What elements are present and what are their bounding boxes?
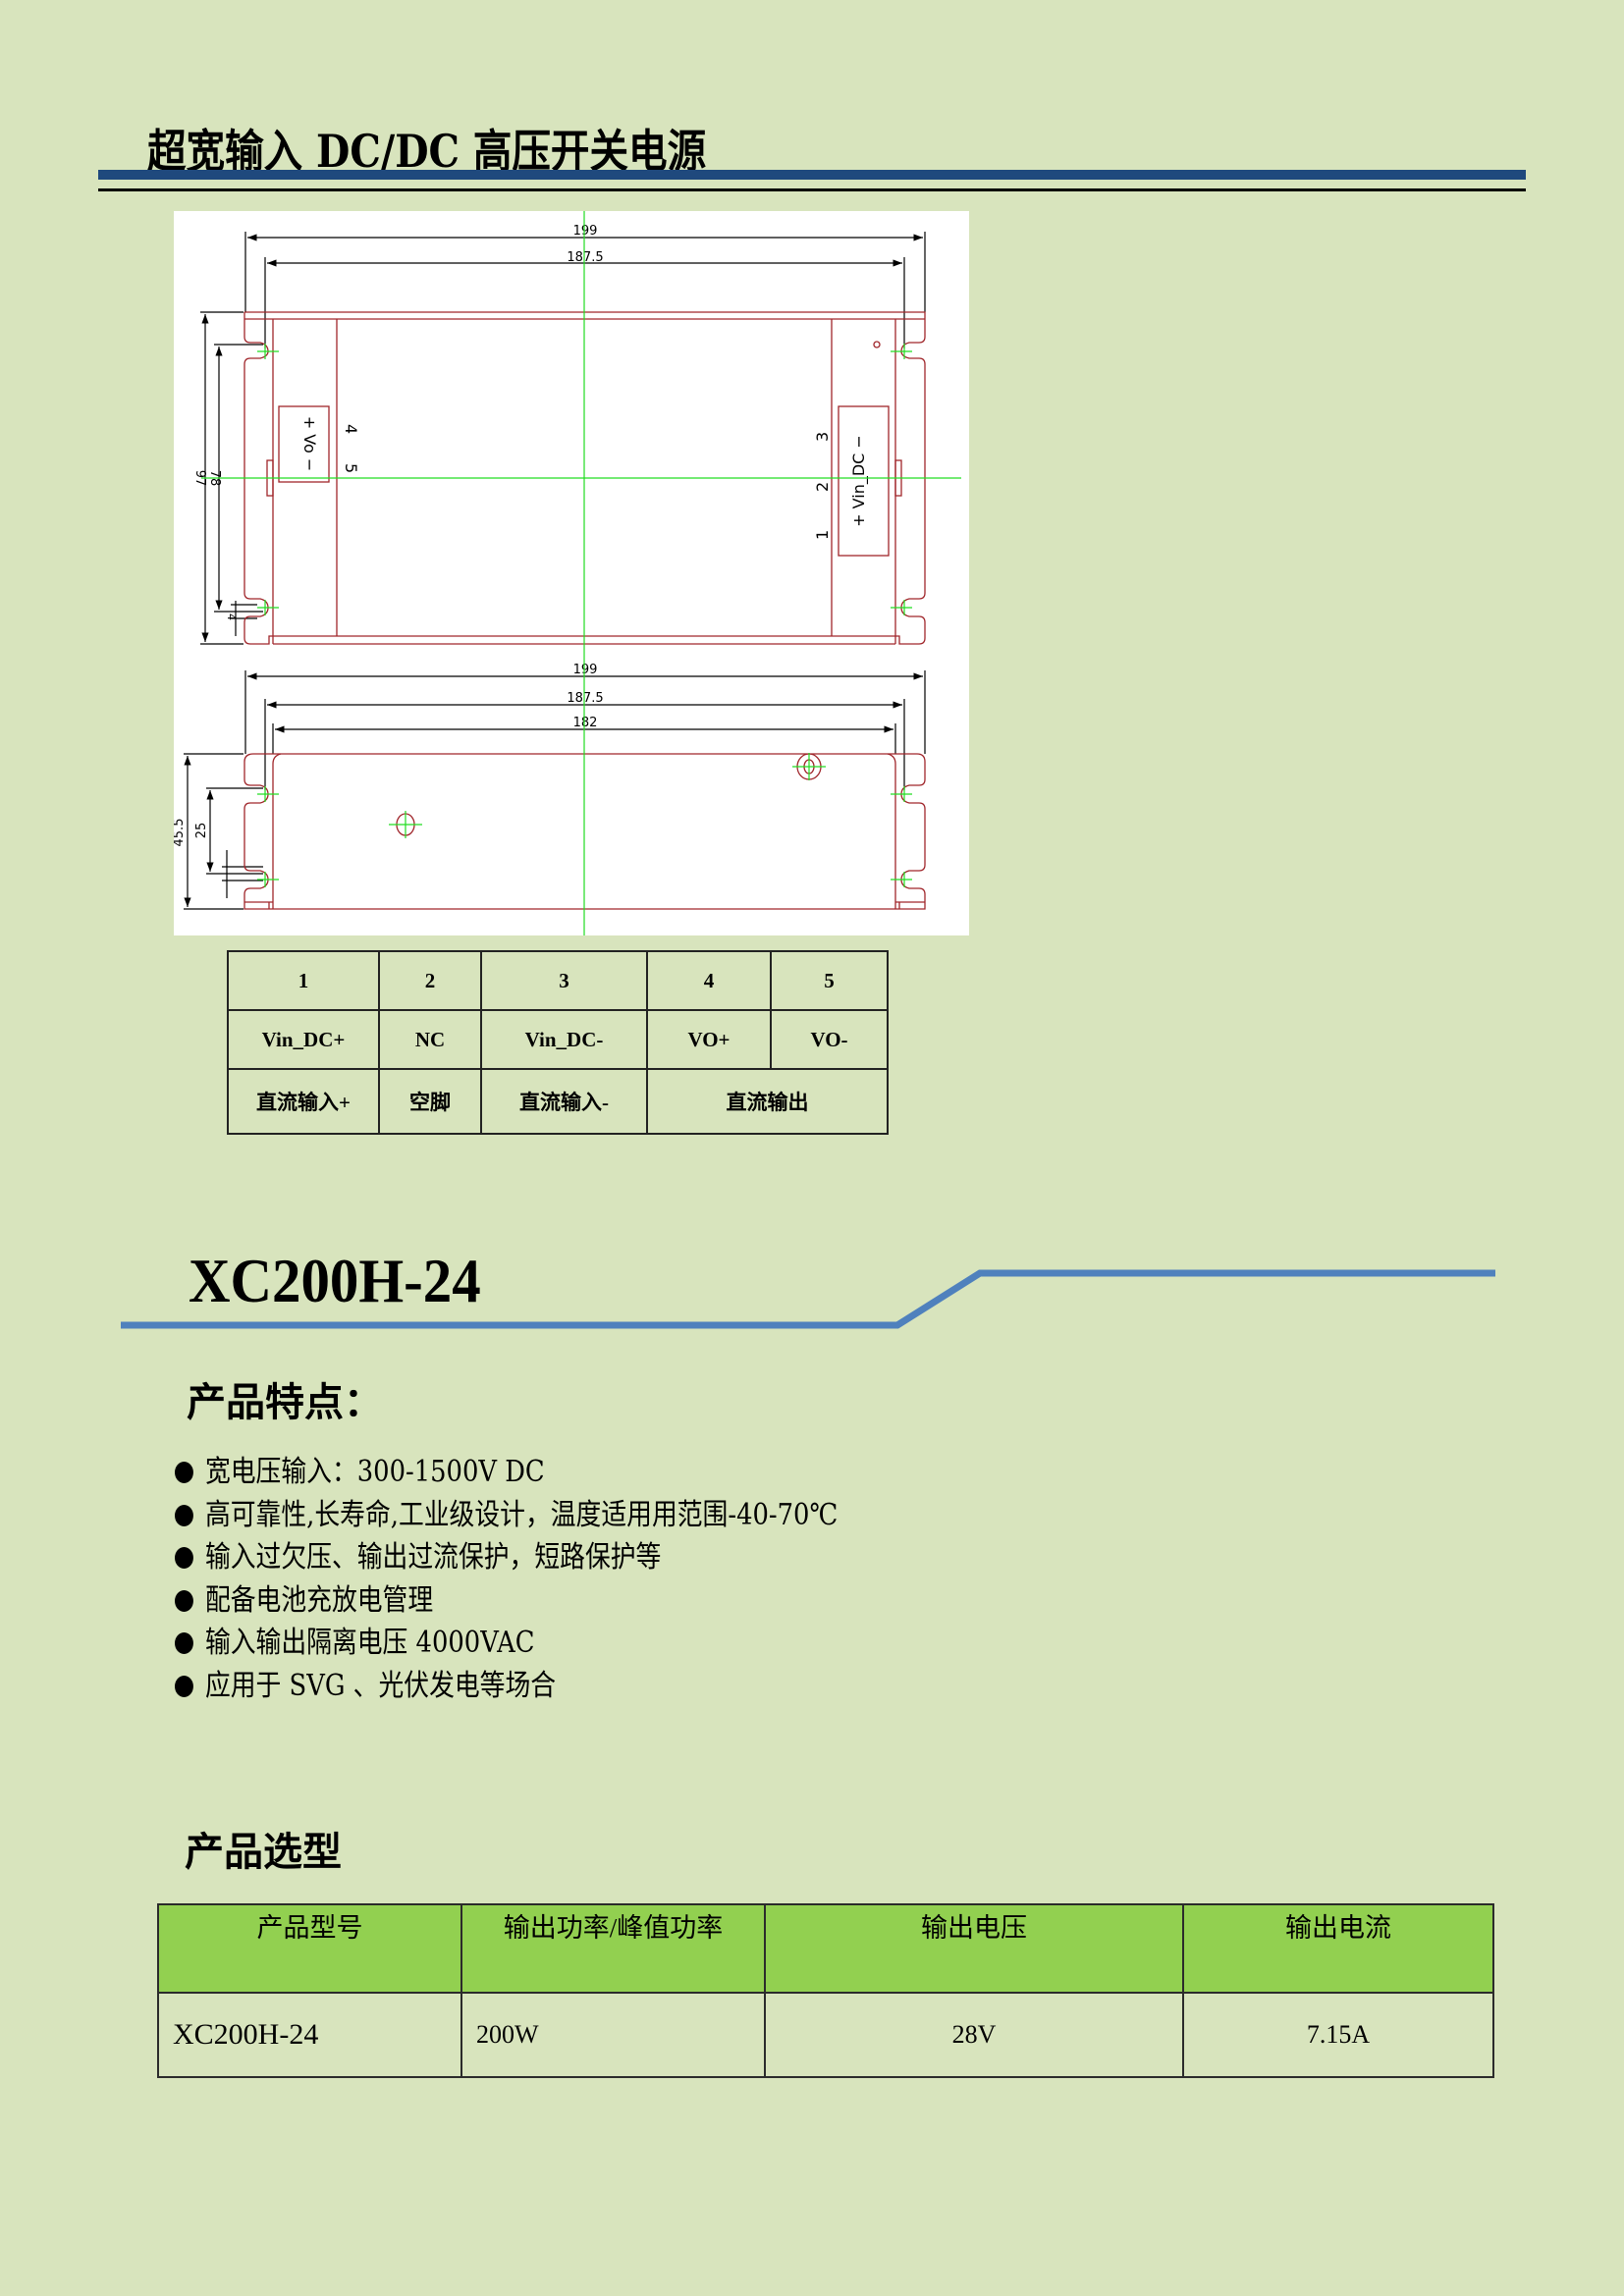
svg-text:4: 4 — [225, 614, 238, 620]
pin-name: Vin_DC+ — [227, 1009, 380, 1070]
svg-text:2: 2 — [813, 482, 832, 492]
bullet-icon — [175, 1504, 193, 1526]
pin-number: 1 — [227, 950, 380, 1011]
svg-text:+ Vo −: + Vo − — [300, 416, 319, 471]
bullet-icon — [175, 1589, 193, 1612]
svg-text:5: 5 — [342, 463, 360, 473]
cell-power: 200W — [460, 1992, 766, 2078]
pin-name-row: Vin_DC+ NC Vin_DC- VO+ VO- — [227, 1009, 889, 1070]
svg-text:4: 4 — [342, 424, 360, 434]
svg-text:199: 199 — [573, 224, 598, 239]
svg-text:25: 25 — [194, 823, 209, 839]
cell-current: 7.15A — [1182, 1992, 1494, 2078]
model-title: XC200H-24 — [189, 1246, 481, 1315]
pin-number: 4 — [646, 950, 772, 1011]
bullet-icon — [175, 1632, 193, 1654]
pin-description: 空脚 — [378, 1068, 482, 1135]
model-title-divider — [121, 1269, 1495, 1329]
pin-name: VO- — [770, 1009, 889, 1070]
pin-number-row: 1 2 3 4 5 — [227, 950, 889, 1011]
svg-text:97: 97 — [192, 470, 207, 487]
feature-item: 配备电池充放电管理 — [175, 1579, 838, 1623]
table-row: XC200H-24 200W 28V 7.15A — [157, 1992, 1494, 2078]
bullet-icon — [175, 1547, 193, 1569]
feature-item: 宽电压输入：300-1500V DC — [175, 1451, 838, 1494]
pin-description-row: 直流输入+ 空脚 直流输入- 直流输出 — [227, 1068, 889, 1135]
selection-header-row: 产品型号 输出功率/峰值功率 输出电压 输出电流 — [157, 1903, 1494, 1994]
features-heading: 产品特点： — [187, 1380, 383, 1425]
column-header: 输出功率/峰值功率 — [460, 1903, 766, 1994]
svg-text:1: 1 — [813, 530, 832, 540]
cell-voltage: 28V — [764, 1992, 1184, 2078]
title-underline-blue — [98, 170, 1526, 180]
pin-description: 直流输入+ — [227, 1068, 380, 1135]
pin-name: NC — [378, 1009, 482, 1070]
pin-number: 3 — [480, 950, 648, 1011]
column-header: 产品型号 — [157, 1903, 462, 1994]
column-header: 输出电流 — [1182, 1903, 1494, 1994]
product-selection-table: 产品型号 输出功率/峰值功率 输出电压 输出电流 XC200H-24 200W … — [157, 1903, 1494, 2078]
title-underline-black — [98, 188, 1526, 191]
pin-name: VO+ — [646, 1009, 772, 1070]
document-title: 超宽输入 DC/DC 高压开关电源 — [147, 125, 707, 178]
pin-number: 5 — [770, 950, 889, 1011]
svg-text:182: 182 — [573, 716, 598, 730]
svg-text:45.5: 45.5 — [174, 819, 187, 847]
svg-text:187.5: 187.5 — [567, 691, 603, 706]
feature-item: 输入输出隔离电压 4000VAC — [175, 1622, 838, 1665]
bullet-icon — [175, 1675, 193, 1697]
pin-description: 直流输出 — [646, 1068, 889, 1135]
pin-name: Vin_DC- — [480, 1009, 648, 1070]
dimension-drawing-svg: 199 187.5 97 78 4 + Vo − 4 5 — [172, 211, 961, 935]
pin-number: 2 — [378, 950, 482, 1011]
svg-text:3: 3 — [813, 432, 832, 442]
pin-description: 直流输入- — [480, 1068, 648, 1135]
selection-heading: 产品选型 — [185, 1830, 342, 1875]
dimension-drawing: 199 187.5 97 78 4 + Vo − 4 5 — [172, 211, 969, 935]
cell-model: XC200H-24 — [157, 1992, 462, 2078]
svg-text:187.5: 187.5 — [567, 250, 603, 265]
feature-item: 输入过欠压、输出过流保护，短路保护等 — [175, 1536, 838, 1579]
bullet-icon — [175, 1462, 193, 1483]
feature-item: 高可靠性,长寿命,工业级设计，温度适用用范围-40-70℃ — [175, 1494, 838, 1537]
features-list: 宽电压输入：300-1500V DC 高可靠性,长寿命,工业级设计，温度适用用范… — [175, 1451, 946, 1707]
feature-item: 应用于 SVG 、光伏发电等场合 — [175, 1665, 838, 1708]
column-header: 输出电压 — [764, 1903, 1184, 1994]
svg-text:199: 199 — [573, 663, 598, 677]
svg-text:+ Vin_DC −: + Vin_DC − — [849, 435, 869, 527]
pin-definition-table: 1 2 3 4 5 Vin_DC+ NC Vin_DC- VO+ VO- 直流输… — [227, 950, 889, 1135]
